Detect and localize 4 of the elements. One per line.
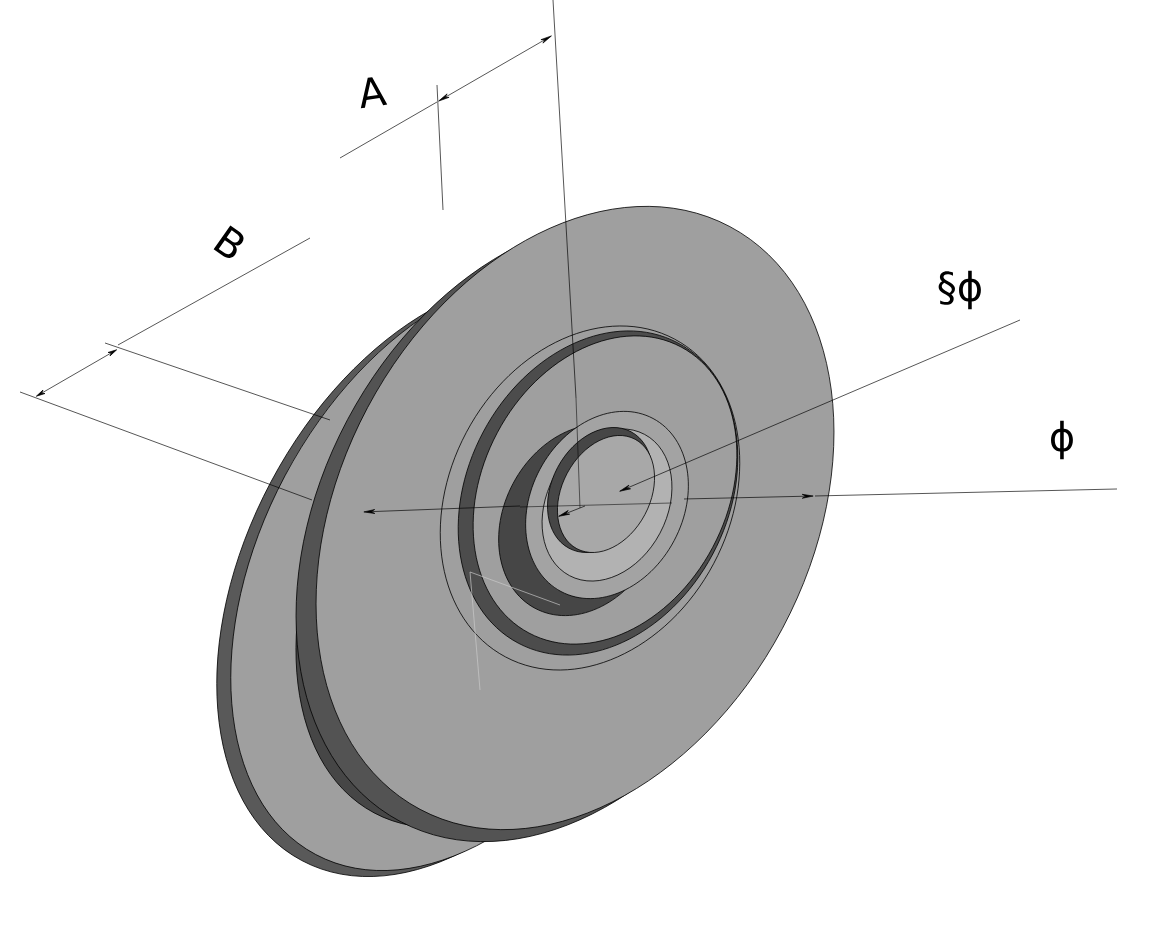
dimension-label: ϕ (1051, 420, 1073, 460)
dimension-label: §ϕ (938, 270, 981, 310)
dimension-label: B (213, 225, 244, 258)
dimension-label: A (360, 77, 388, 109)
